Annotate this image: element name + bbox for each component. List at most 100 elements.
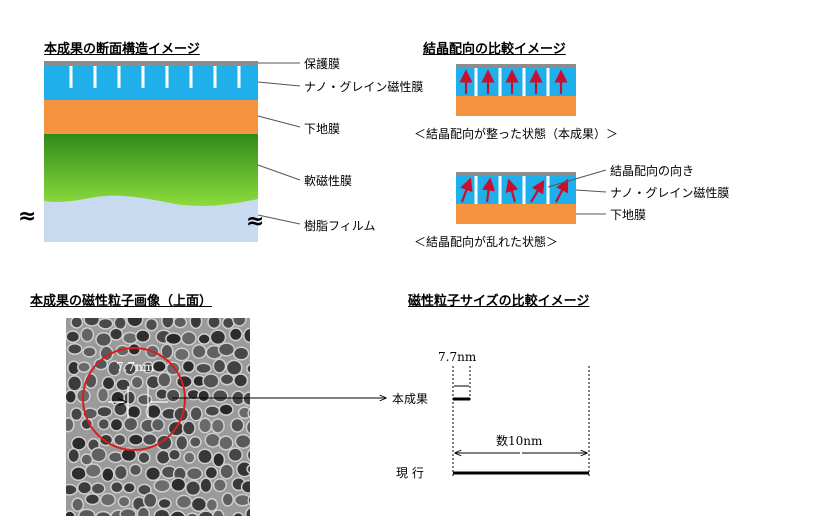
grain-particle (146, 467, 161, 480)
label-orientation-nano-grain: ナノ・グレイン磁性膜 (610, 184, 729, 201)
grain-particle (131, 376, 143, 388)
grain-particle (235, 435, 250, 449)
grain-particle (198, 449, 212, 463)
grain-particle (208, 315, 220, 328)
grain-particle (205, 433, 220, 447)
label-protective: 保護膜 (304, 55, 340, 72)
grain-particle (253, 347, 264, 359)
grain-particle (78, 362, 91, 372)
grain-particle (174, 317, 187, 328)
grain-particle (187, 468, 203, 480)
grain-particle (177, 376, 192, 388)
micrograph-image (62, 312, 266, 526)
grain-particle (136, 330, 150, 342)
grain-particle (79, 509, 95, 521)
underlayer-layer (44, 100, 258, 134)
grain-particle (247, 449, 259, 462)
grain-particle (123, 483, 135, 493)
grain-particle (226, 360, 241, 375)
grain-particle (62, 484, 77, 494)
protective-layer (44, 61, 258, 66)
grain-particle (98, 419, 109, 430)
grain-particle (213, 510, 224, 523)
grain-particle (219, 343, 235, 356)
grain-particle (170, 511, 186, 526)
grain-particle (228, 448, 242, 461)
grain-particle (152, 419, 165, 432)
grain-particle (213, 390, 228, 402)
break-mark-right: ≈ (246, 209, 264, 234)
grain-particle (191, 497, 206, 511)
grain-particle (138, 394, 152, 405)
grain-particle (212, 419, 225, 433)
grain-particle (196, 363, 211, 373)
grain-particle (68, 376, 82, 391)
grain-particle (166, 333, 181, 344)
grain-particle (71, 408, 83, 420)
soft-magnetic-layer (44, 134, 258, 206)
grain-particle (114, 402, 127, 416)
grain-particle (248, 407, 262, 419)
grain-particle (234, 374, 248, 387)
grain-particle (192, 345, 205, 359)
grain-particle (166, 389, 179, 402)
grain-particle (158, 498, 171, 508)
grain-particle (198, 390, 210, 402)
label-soft-magnetic: 軟磁性膜 (304, 172, 352, 189)
grain-particle (110, 419, 122, 431)
grain-particle (96, 512, 111, 523)
grain-particle (253, 315, 266, 327)
grain-particle (158, 373, 171, 388)
grain-particle (219, 404, 233, 415)
current-label: 現 行 (396, 464, 424, 481)
grain-particle (219, 436, 233, 450)
grain-particle (91, 483, 104, 494)
grain-particle (244, 328, 256, 342)
grain-particle (83, 347, 96, 357)
grain-particle (220, 374, 233, 385)
grain-particle (205, 467, 217, 479)
grain-particle (127, 406, 140, 419)
grain-particle (102, 468, 114, 482)
this-work-label: 本成果 (392, 390, 428, 407)
grain-particle (210, 330, 225, 344)
grain-particle (213, 359, 225, 373)
grain-particle (203, 374, 219, 388)
grain-particle (247, 364, 260, 374)
grain-particle (114, 434, 126, 445)
grain-particle (176, 495, 191, 508)
grain-particle (153, 361, 167, 373)
grain-particle (123, 332, 138, 343)
grain-particle (182, 360, 194, 372)
grain-particle (72, 498, 83, 511)
grain-particle (200, 478, 212, 492)
grain-particle (254, 432, 265, 445)
grain-particle (198, 334, 210, 344)
grain-particle (64, 511, 75, 525)
label-underlayer: 下地膜 (304, 120, 340, 137)
grain-particle (81, 328, 93, 342)
grain-particle (184, 452, 195, 463)
grain-particle (246, 420, 258, 434)
grain-particle (96, 333, 111, 347)
grain-particle (231, 418, 244, 432)
grain-particle (143, 434, 157, 446)
current-size-label: 数10nm (496, 432, 542, 449)
grain-particle (138, 452, 150, 464)
grain-particle (85, 464, 101, 477)
grain-particle (171, 478, 186, 491)
grain-particle (111, 482, 123, 493)
grain-particle (68, 449, 79, 463)
grain-particle (206, 499, 217, 511)
grain-particle (78, 481, 92, 493)
nano-grain-layer (44, 66, 258, 100)
grain-particle (233, 513, 244, 525)
grain-particle (242, 481, 256, 494)
grain-particle (128, 344, 140, 356)
grain-particle (65, 390, 76, 403)
size-comparison (453, 366, 589, 476)
grain-particle (127, 312, 143, 327)
grain-particle (120, 509, 136, 520)
grain-particle (130, 464, 142, 475)
disordered-caption: ＜結晶配向が乱れた状態＞ (414, 233, 558, 250)
